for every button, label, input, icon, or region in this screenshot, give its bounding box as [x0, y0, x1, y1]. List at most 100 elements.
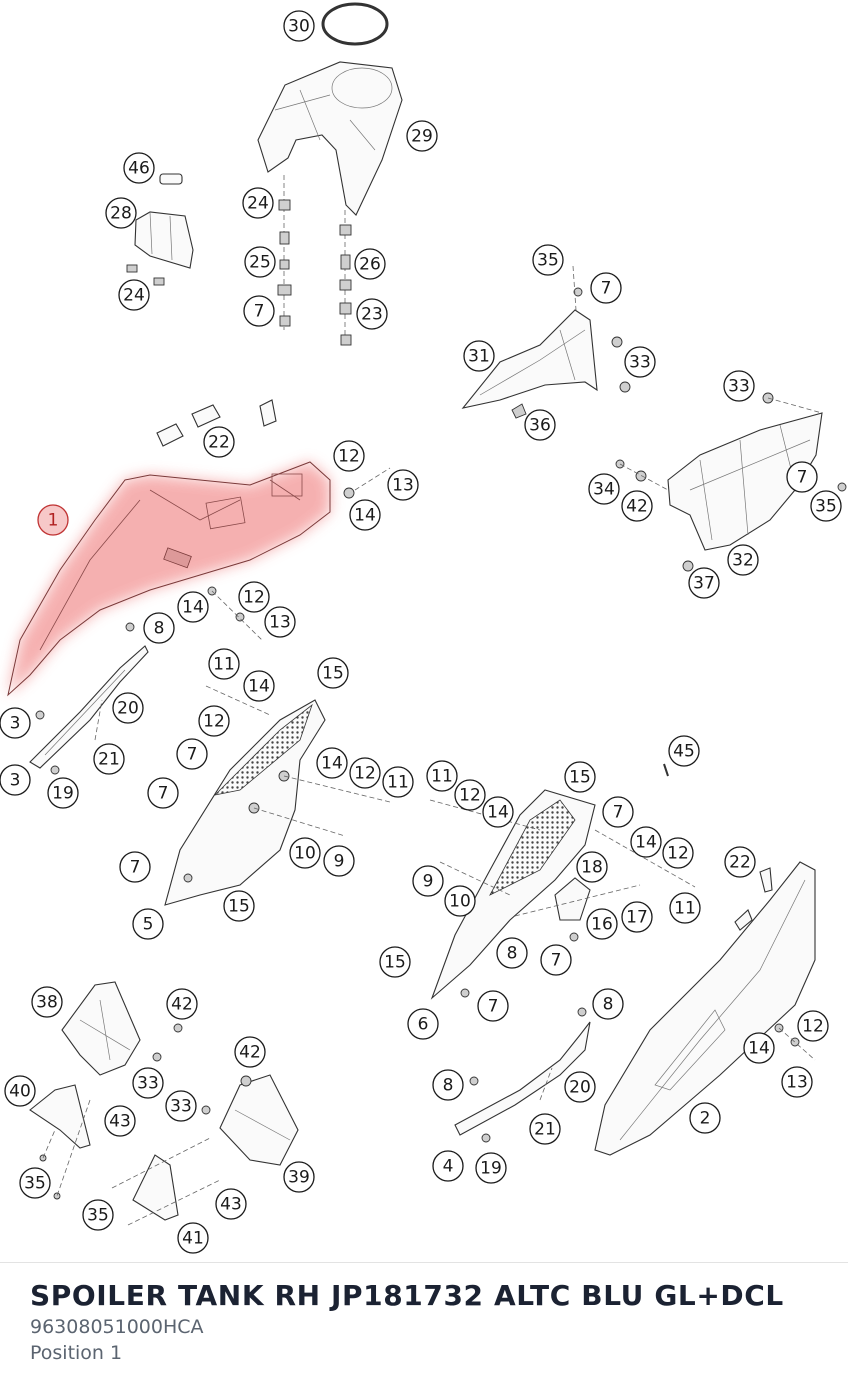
callout-number: 26: [359, 255, 381, 275]
callout-number: 21: [534, 1120, 556, 1140]
callout-number: 8: [507, 944, 518, 964]
callout-3: 3: [0, 764, 31, 796]
callout-number: 33: [728, 377, 750, 397]
callout-circle: [723, 370, 755, 402]
callout-number: 20: [569, 1078, 591, 1098]
callout-number: 15: [322, 664, 344, 684]
callout-9: 9: [412, 865, 444, 897]
callout-circle: [243, 295, 275, 327]
callout-14: 14: [349, 499, 381, 531]
part-lower-bracket-4: [454, 1007, 591, 1143]
callout-number: 8: [443, 1076, 454, 1096]
callout-23: 23: [356, 298, 388, 330]
callout-number: 33: [170, 1097, 192, 1117]
callout-36: 36: [524, 409, 556, 441]
callout-1[interactable]: 1: [37, 504, 69, 536]
callout-26: 26: [354, 248, 386, 280]
callout-number: 12: [243, 588, 265, 608]
callout-circle: [147, 777, 179, 809]
callout-22: 22: [724, 846, 756, 878]
part-bracket-38-40: [29, 981, 183, 1200]
callout-42: 42: [621, 490, 653, 522]
callout-number: 15: [384, 953, 406, 973]
callout-7: 7: [477, 990, 509, 1022]
part-fasteners-12-13-14: [207, 467, 391, 641]
callout-number: 19: [480, 1159, 502, 1179]
callout-circle: [166, 988, 198, 1020]
callout-7: 7: [119, 851, 151, 883]
callout-circle: [781, 1066, 813, 1098]
callout-circle: [588, 473, 620, 505]
callout-circle: [132, 908, 164, 940]
callout-35: 35: [19, 1167, 51, 1199]
callout-number: 43: [109, 1112, 131, 1132]
callout-17: 17: [621, 901, 653, 933]
callout-number: 21: [98, 750, 120, 770]
callout-28: 28: [105, 197, 137, 229]
part-spoiler-tank-rh-highlighted: [7, 461, 331, 697]
callout-37: 37: [688, 567, 720, 599]
callout-number: 35: [24, 1174, 46, 1194]
callout-number: 13: [392, 476, 414, 496]
callout-46: 46: [123, 152, 155, 184]
callout-circle: [669, 892, 701, 924]
callout-circle: [203, 426, 235, 458]
callout-24: 24: [242, 187, 274, 219]
callout-number: 13: [269, 613, 291, 633]
callout-21: 21: [93, 743, 125, 775]
callout-7: 7: [176, 738, 208, 770]
callout-12: 12: [198, 705, 230, 737]
callout-number: 8: [154, 619, 165, 639]
callout-circle: [104, 1105, 136, 1137]
callout-number: 12: [667, 844, 689, 864]
part-tank-cover: [257, 61, 403, 216]
callout-circle: [82, 1199, 114, 1231]
callout-12: 12: [797, 1010, 829, 1042]
exploded-parts-diagram: 3029462824242526723357313336332212133442…: [0, 2, 847, 1254]
callout-circle: [47, 777, 79, 809]
callout-circle: [349, 757, 381, 789]
callout-14: 14: [630, 826, 662, 858]
callout-number: 34: [593, 480, 615, 500]
callout-circle: [283, 1161, 315, 1193]
callout-circle: [243, 670, 275, 702]
callout-circle: [112, 692, 144, 724]
callout-7: 7: [590, 272, 622, 304]
callout-number: 24: [123, 286, 145, 306]
callout-circle: [797, 1010, 829, 1042]
callout-43: 43: [215, 1188, 247, 1220]
callout-circle: [727, 544, 759, 576]
callout-circle: [289, 837, 321, 869]
callout-circle: [283, 10, 315, 42]
callout-number: 37: [693, 574, 715, 594]
callout-circle: [317, 657, 349, 689]
callout-circle: [4, 1075, 36, 1107]
callout-number: 9: [334, 852, 345, 872]
callout-circle: [412, 865, 444, 897]
callout-circle: [621, 490, 653, 522]
callout-circle: [406, 120, 438, 152]
callout-number: 14: [635, 833, 657, 853]
callout-number: 7: [187, 745, 198, 765]
callout-number: 4: [443, 1157, 454, 1177]
callout-13: 13: [781, 1066, 813, 1098]
callout-circle: [223, 890, 255, 922]
callout-number: 14: [748, 1039, 770, 1059]
callout-circle: [407, 1008, 439, 1040]
callout-11: 11: [382, 766, 414, 798]
callout-7: 7: [147, 777, 179, 809]
callout-15: 15: [223, 890, 255, 922]
callout-10: 10: [289, 837, 321, 869]
callout-19: 19: [475, 1152, 507, 1184]
callout-number: 45: [673, 742, 695, 762]
callout-number: 14: [487, 803, 509, 823]
callout-number: 8: [603, 995, 614, 1015]
callout-33: 33: [624, 346, 656, 378]
callout-15: 15: [317, 657, 349, 689]
callout-12: 12: [349, 757, 381, 789]
callout-circle: [786, 461, 818, 493]
part-bracket-31: [461, 265, 631, 419]
callout-33: 33: [132, 1067, 164, 1099]
callout-14: 14: [316, 747, 348, 779]
callout-number: 14: [354, 506, 376, 526]
